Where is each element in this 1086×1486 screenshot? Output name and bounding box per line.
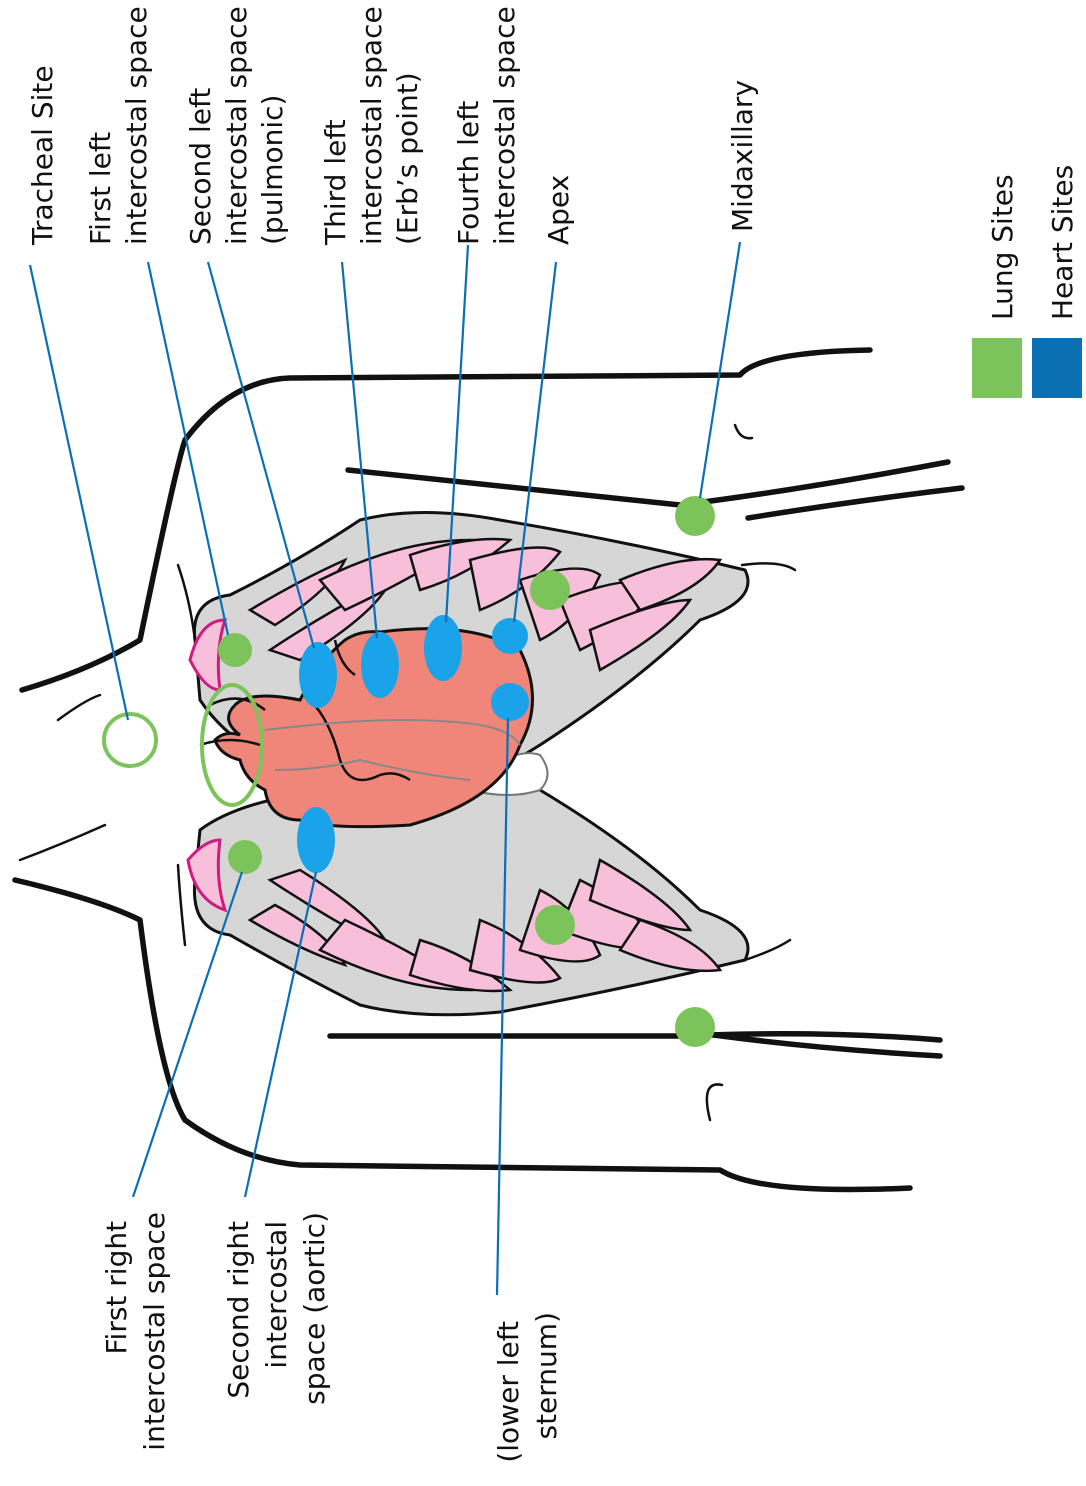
label-third-left: Third left intercostal space (Erb’s poin…: [319, 0, 424, 246]
lung-site-midaxillary-left: [675, 496, 715, 536]
heart-site-fourth-left: [424, 615, 462, 681]
label-midaxillary: Midaxillary: [726, 80, 759, 232]
heart-site-second-left: [299, 642, 337, 708]
lung-site-first-left: [218, 633, 252, 667]
legend-lung-label: Lung Sites: [986, 174, 1019, 320]
legend: Lung Sites Heart Sites: [972, 165, 1082, 398]
heart-site-apex: [492, 618, 528, 654]
label-first-left: First left intercostal space: [84, 6, 153, 245]
legend-heart-swatch: [1032, 338, 1082, 398]
heart-site-lower-left-sternum: [491, 683, 529, 721]
lung-site-first-right: [228, 840, 262, 874]
right-rib-cage: [188, 780, 748, 1015]
tracheal-site-ring: [104, 714, 156, 766]
label-first-right: First right intercostal space: [100, 1212, 171, 1451]
lung-site-upper-left: [530, 570, 570, 610]
legend-lung-swatch: [972, 338, 1022, 398]
label-tracheal-site: Tracheal Site: [26, 65, 59, 246]
label-second-left: Second left intercostal space (pulmonic): [184, 0, 289, 245]
lung-site-lower-right: [535, 905, 575, 945]
label-apex: Apex: [542, 175, 575, 245]
heart-site-third-left: [361, 632, 399, 698]
lung-site-midaxillary-right: [675, 1007, 715, 1047]
legend-heart-label: Heart Sites: [1046, 165, 1079, 320]
label-fourth-left: Fourth left intercostal space: [452, 6, 521, 245]
label-lower-left-sternum: (lower left sternum): [492, 1312, 563, 1463]
heart-site-second-right: [297, 807, 335, 873]
label-second-right: Second right intercostal space (aortic): [222, 1212, 331, 1405]
